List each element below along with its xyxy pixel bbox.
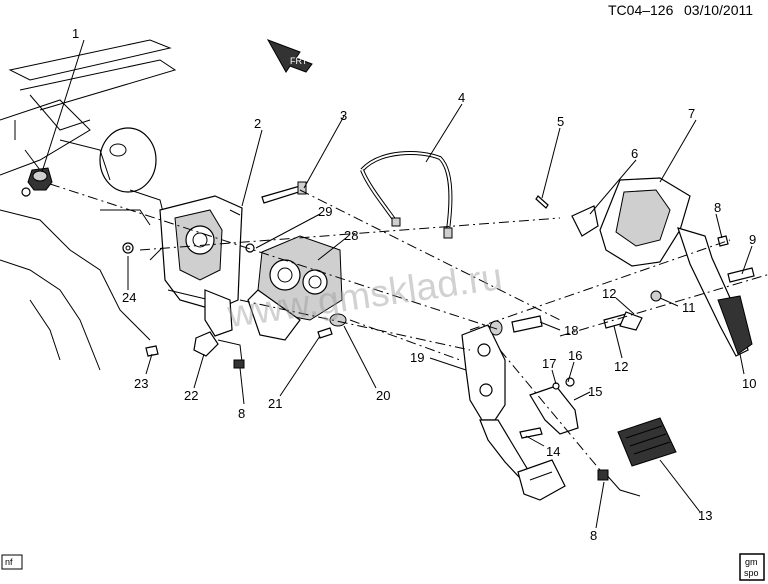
part-stop-lamp-switch: [519, 377, 579, 439]
callout-12-right: 12: [614, 359, 628, 374]
callout-22: 22: [184, 388, 198, 403]
part-pedal-pad: [617, 417, 677, 467]
gm-spo-logo: gm spo: [739, 553, 765, 581]
part-switch-sensor: [193, 331, 245, 369]
assembly-centerlines: [49, 183, 768, 471]
callout-13: 13: [698, 508, 712, 523]
part-long-bolt: [535, 195, 549, 209]
part-pivot-rod: [489, 315, 543, 336]
part-nut-and-bushing: [317, 313, 347, 339]
part-cable: [360, 151, 453, 239]
callout-3: 4: [458, 90, 465, 105]
callout-18: 18: [564, 323, 578, 338]
callout-10: 11: [682, 300, 696, 315]
callout-11: 12: [602, 286, 616, 301]
part-connector-lower: [597, 469, 641, 497]
callout-14: 14: [546, 444, 560, 459]
part-accelerator-arm: [677, 227, 753, 357]
callout-8-left: 8: [238, 406, 245, 421]
leader-lines: [41, 39, 753, 529]
logo-line2: spo: [744, 568, 759, 578]
callout-21: 21: [268, 396, 282, 411]
part-bolt: [261, 181, 307, 204]
callout-labels: 1 2 3 4 5 6 7 8 9 10 11 12 12 13 14 15 1…: [72, 26, 756, 543]
footer-tag: nf: [1, 554, 23, 570]
callout-20: 20: [376, 388, 390, 403]
callout-1: 2: [254, 116, 261, 131]
part-brake-pedal-arm: [461, 324, 566, 501]
callout-4: 5: [557, 114, 564, 129]
callout-16: 16: [568, 348, 582, 363]
callout-12: 1: [72, 26, 79, 41]
callout-2: 3: [340, 108, 347, 123]
part-mount-bracket: [21, 167, 53, 197]
part-accelerator-bracket: [571, 177, 691, 267]
callout-15: 15: [588, 384, 602, 399]
part-fasteners-left: [122, 242, 159, 357]
logo-line1: gm: [745, 557, 758, 567]
callout-8-bottom: 8: [590, 528, 597, 543]
callout-7: 8: [714, 200, 721, 215]
callout-5: 6: [631, 146, 638, 161]
vehicle-body-structure: [0, 39, 177, 371]
part-mounting-plate: [245, 235, 343, 341]
diagram-date: 03/10/2011: [684, 2, 753, 18]
callout-6: 7: [688, 106, 695, 121]
callout-24: 24: [122, 290, 136, 305]
footer-tag-text: nf: [5, 557, 13, 567]
callout-8-right: 9: [749, 232, 756, 247]
front-arrow-label: FRT: [290, 56, 308, 66]
callout-28: 28: [344, 228, 358, 243]
callout-23: 23: [134, 376, 148, 391]
callout-9: 10: [742, 376, 756, 391]
callout-19: 19: [410, 350, 424, 365]
part-pedal-bracket: [159, 195, 243, 337]
front-arrow-icon: FRT: [266, 39, 313, 73]
callout-29: 29: [318, 204, 332, 219]
diagram-code: TC04–126: [608, 2, 674, 18]
callout-17: 17: [542, 356, 556, 371]
